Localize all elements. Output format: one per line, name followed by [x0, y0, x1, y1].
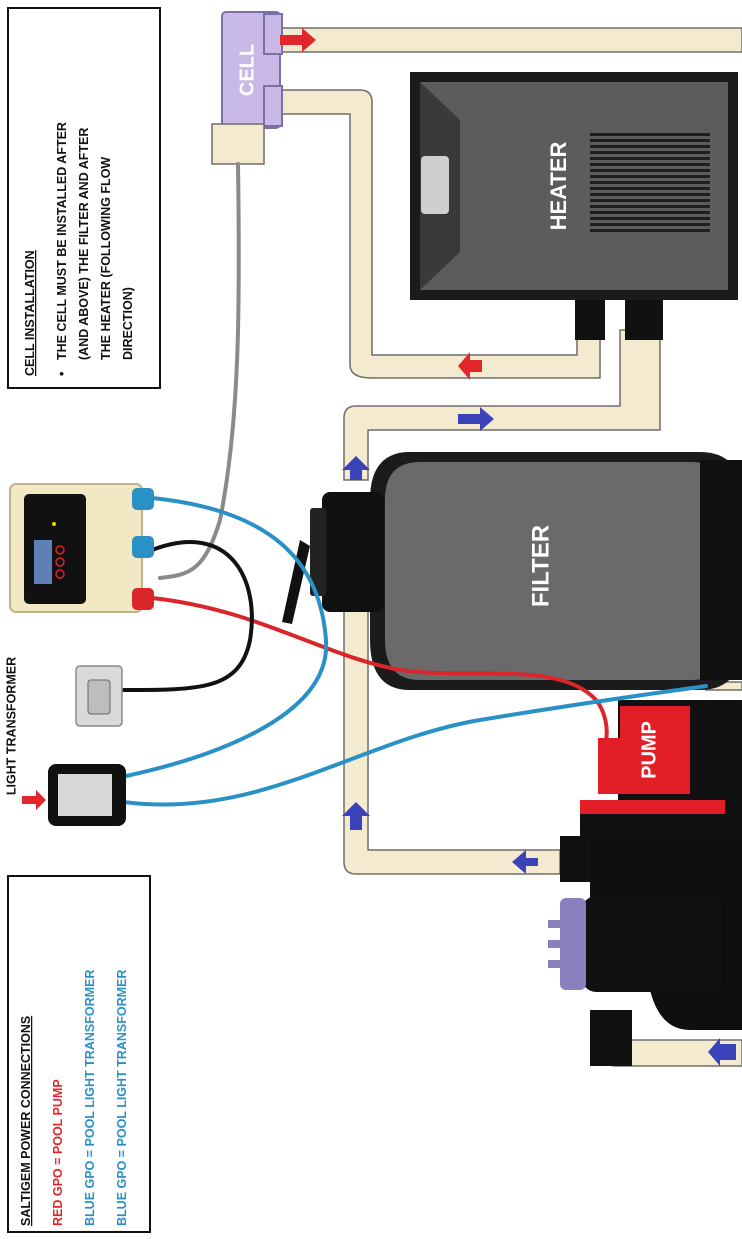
- flow-arrow-icon: [458, 407, 494, 431]
- return-pipe: [271, 27, 742, 53]
- wires: [122, 162, 708, 807]
- cell-installation-line-3: THE HEATER (FOLLOWING FLOW: [99, 157, 113, 360]
- cell-sensor-wire: [158, 162, 241, 580]
- heater-vent: [590, 133, 710, 232]
- filter-to-pump-pipe: [343, 609, 561, 875]
- red-gpo-text: RED GPO = POOL PUMP: [51, 1079, 65, 1226]
- filter: FILTER: [282, 452, 742, 690]
- flow-arrow-icon: [280, 28, 316, 52]
- light-transformer: LIGHT TRANSFORMER: [4, 657, 126, 826]
- flow-arrow-icon: [512, 850, 538, 874]
- cell-installation-bullet: •: [55, 372, 69, 376]
- pump-label: PUMP: [638, 721, 660, 779]
- power-in-arrow-icon: [22, 790, 46, 810]
- cell-installation-line-1: THE CELL MUST BE INSTALLED AFTER: [55, 122, 69, 360]
- heater: HEATER: [410, 72, 738, 340]
- filter-to-heater-pipe: [343, 329, 661, 481]
- light-transformer-label: LIGHT TRANSFORMER: [4, 657, 18, 795]
- flow-arrow-icon: [342, 456, 370, 480]
- filter-label: FILTER: [527, 525, 554, 607]
- blue-gpo-text-1: BLUE GPO = POOL LIGHT TRANSFORMER: [83, 970, 97, 1226]
- pump: PUMP: [548, 700, 742, 1066]
- cell-installation-line-4: DIRECTION): [121, 287, 135, 360]
- power-connections-heading: SALTIGEM POWER CONNECTIONS: [19, 1016, 33, 1226]
- cell-label: CELL: [236, 44, 258, 96]
- pipework: [271, 27, 742, 1067]
- flow-arrows: [280, 28, 736, 1066]
- pump-power-wire: [150, 596, 609, 742]
- flow-arrow-icon: [708, 1038, 736, 1066]
- flow-arrow-icon: [458, 352, 482, 380]
- heater-label: HEATER: [546, 141, 571, 230]
- light-wire-1: [124, 496, 329, 778]
- chlorinator-cell: CELL: [211, 11, 283, 165]
- light-wire-2: [122, 684, 708, 807]
- multiport-valve: [282, 492, 384, 624]
- cell-installation-line-2: (AND ABOVE) THE FILTER AND AFTER: [77, 128, 91, 360]
- mains-power-wire: [122, 540, 254, 692]
- power-connections-note: SALTIGEM POWER CONNECTIONS RED GPO = POO…: [7, 875, 151, 1233]
- cell-installation-note: CELL INSTALLATION • THE CELL MUST BE INS…: [7, 7, 161, 389]
- chlorinator-controller: [9, 483, 154, 613]
- power-outlet-icon: [75, 665, 123, 727]
- blue-gpo-text-2: BLUE GPO = POOL LIGHT TRANSFORMER: [115, 970, 129, 1226]
- cell-installation-heading: CELL INSTALLATION: [23, 250, 37, 376]
- flow-arrow-icon: [342, 802, 370, 830]
